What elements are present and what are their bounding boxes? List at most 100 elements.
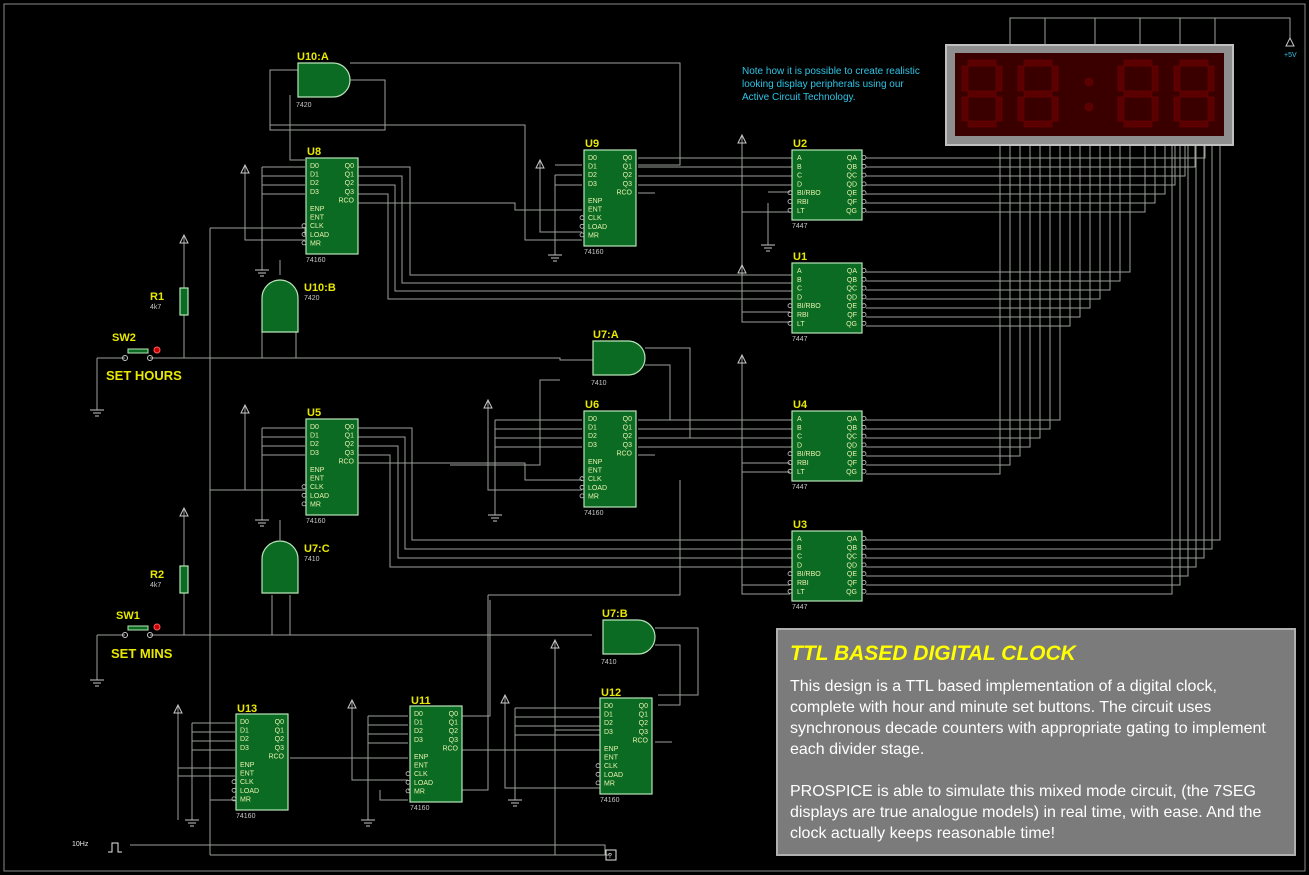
sheet-border xyxy=(3,3,1306,872)
pin-label: ENP xyxy=(588,198,603,205)
inversion-bubble xyxy=(787,320,793,326)
supply-arrow-icon xyxy=(240,163,250,174)
inversion-bubble xyxy=(861,451,867,457)
pin-label: RCO xyxy=(616,450,632,457)
seven-segment-display xyxy=(945,44,1234,146)
digit xyxy=(1117,59,1159,128)
inversion-bubble xyxy=(579,493,585,499)
chip-u11[interactable]: U1174160D0D1D2D3ENPENTCLKLOADMRQ0Q1Q2Q3R… xyxy=(405,695,463,812)
and-gate-body xyxy=(261,540,299,594)
inversion-bubble xyxy=(301,484,307,490)
wiring xyxy=(96,17,1291,856)
chip-part: 74160 xyxy=(600,797,620,804)
chip-u12[interactable]: U1274160D0D1D2D3ENPENTCLKLOADMRQ0Q1Q2Q3R… xyxy=(595,687,653,804)
inversion-bubble xyxy=(861,571,867,577)
pin-label: RBI xyxy=(797,199,809,206)
chip-u13[interactable]: U1374160D0D1D2D3ENPENTCLKLOADMRQ0Q1Q2Q3R… xyxy=(231,703,289,820)
pin-label: ENT xyxy=(588,468,603,475)
supply-label: +5V xyxy=(1284,52,1297,59)
ground-icon xyxy=(90,679,104,687)
pin-label: QB xyxy=(847,277,857,284)
pin-label: RCO xyxy=(632,737,648,744)
pin-label: MR xyxy=(310,240,321,247)
pin-label: LT xyxy=(797,469,805,476)
pin-label: C xyxy=(797,434,802,441)
inversion-bubble xyxy=(861,268,867,273)
pin-label: QA xyxy=(847,268,857,275)
inversion-bubble xyxy=(861,181,867,187)
pin-label: BI/RBO xyxy=(797,571,821,578)
segment xyxy=(1051,96,1059,122)
inversion-bubble xyxy=(861,416,867,421)
chip-body xyxy=(305,157,359,255)
probe-box xyxy=(605,849,617,861)
pin-label: Q0 xyxy=(345,424,354,431)
pin-label: ENP xyxy=(240,762,255,769)
supply-arrow-icon xyxy=(737,263,747,274)
inversion-bubble xyxy=(861,460,867,465)
supply-arrow-icon xyxy=(535,158,545,169)
pin-label: ENT xyxy=(240,771,255,778)
inversion-bubble xyxy=(861,294,867,300)
pin-label: D3 xyxy=(414,737,423,744)
pin-label: ENT xyxy=(310,215,325,222)
inversion-bubble xyxy=(861,588,867,594)
pin-label: ENP xyxy=(310,467,325,474)
switch-contact xyxy=(147,632,153,638)
switch-label: SET MINS xyxy=(111,646,173,661)
resistor-body xyxy=(179,565,189,594)
pin-label: RCO xyxy=(338,458,354,465)
chip-ref: U6 xyxy=(585,399,599,411)
inversion-bubble xyxy=(787,460,793,465)
chip-ref: U10:B xyxy=(304,282,336,294)
info-title: TTL BASED DIGITAL CLOCK xyxy=(790,642,1076,665)
clock-source-label: 10Hz xyxy=(72,841,89,848)
pin-label: RBI xyxy=(797,312,809,319)
pin-label: RCO xyxy=(616,189,632,196)
pin-label: Q1 xyxy=(345,172,354,179)
chip-u8[interactable]: U874160D0D1D2D3ENPENTCLKLOADMRQ0Q1Q2Q3RC… xyxy=(301,146,359,264)
pin-label: D3 xyxy=(310,450,319,457)
and-gate-body xyxy=(602,619,656,655)
pin-label: Q1 xyxy=(345,433,354,440)
pin-label: D2 xyxy=(588,172,597,179)
inversion-bubble xyxy=(861,312,867,317)
pin-label: QF xyxy=(847,312,857,319)
chip-u5[interactable]: U574160D0D1D2D3ENPENTCLKLOADMRQ0Q1Q2Q3RC… xyxy=(301,407,359,525)
inversion-bubble xyxy=(301,501,307,507)
pin-label: D2 xyxy=(240,736,249,743)
logic-probe[interactable]: ? xyxy=(605,849,617,861)
inversion-bubble xyxy=(301,492,307,498)
segment xyxy=(1179,59,1209,67)
inversion-bubble xyxy=(579,484,585,490)
pin-label: Q3 xyxy=(449,737,458,744)
inversion-bubble xyxy=(861,536,867,541)
ground-icon xyxy=(488,514,502,522)
segment xyxy=(967,59,997,67)
pin-label: MR xyxy=(588,232,599,239)
inversion-bubble xyxy=(787,303,793,309)
switch-label: SET HOURS xyxy=(106,368,182,383)
pin-label: ENT xyxy=(604,755,619,762)
chip-u9[interactable]: U974160D0D1D2D3ENPENTCLKLOADMRQ0Q1Q2Q3RC… xyxy=(579,138,637,256)
pin-label: Q2 xyxy=(345,441,354,448)
pin-label: QD xyxy=(847,562,858,569)
pin-label: CLK xyxy=(588,476,602,483)
pin-label: D2 xyxy=(310,441,319,448)
chip-u6[interactable]: U674160D0D1D2D3ENPENTCLKLOADMRQ0Q1Q2Q3RC… xyxy=(579,399,637,517)
info-paragraph-1: This design is a TTL based implementatio… xyxy=(790,678,1266,758)
clock-source[interactable]: 10Hz xyxy=(72,841,122,853)
